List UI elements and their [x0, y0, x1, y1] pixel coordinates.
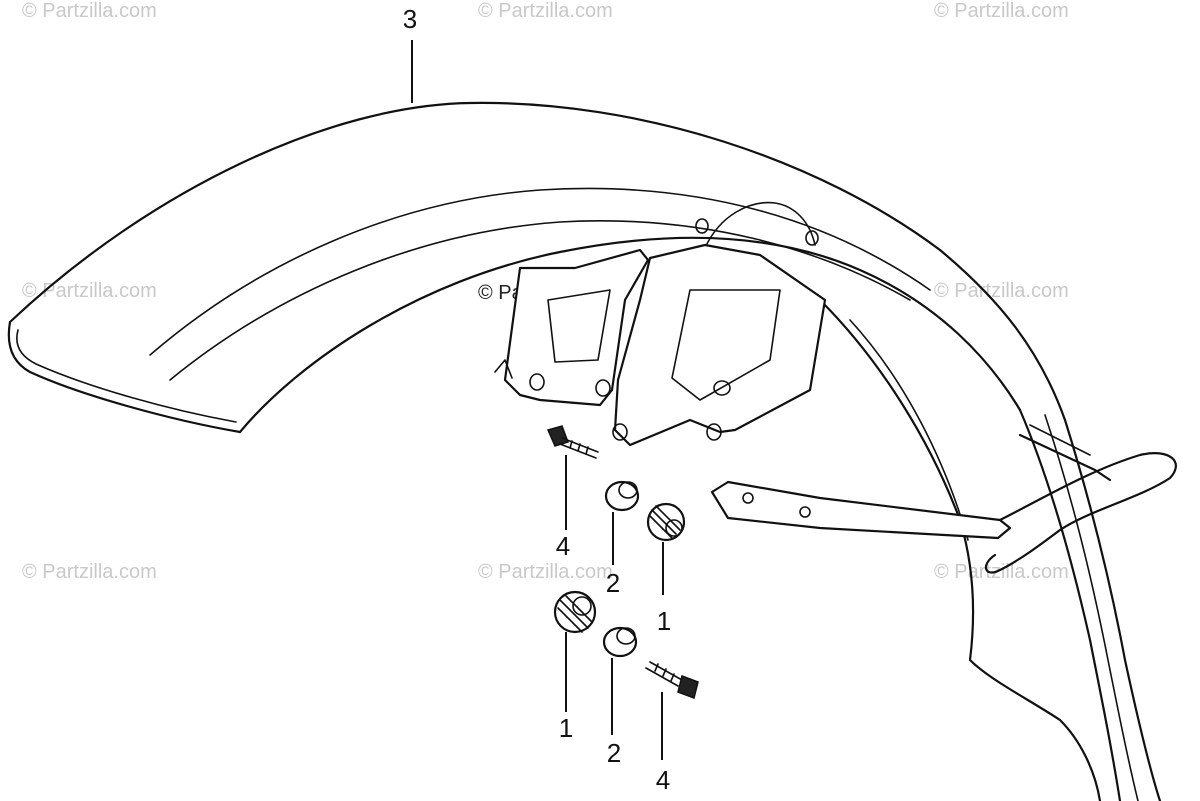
- front-fender: [7, 101, 1162, 801]
- callout-fender: 3: [403, 4, 417, 34]
- lower-rubber-mount: [553, 590, 597, 634]
- callout-upper-collar: 2: [606, 568, 620, 598]
- fender-stay-rod: [710, 424, 1177, 574]
- watermark: © Partzilla.com: [934, 0, 1069, 22]
- callout-lower-rubber: 1: [559, 713, 573, 743]
- watermark: © Partzilla.com: [934, 280, 1069, 302]
- watermark: © Partzilla.com: [22, 0, 157, 22]
- upper-bolt: [546, 425, 599, 459]
- upper-collar: [604, 480, 640, 512]
- watermark: © Partzilla.com: [478, 561, 613, 583]
- fender-stay-brackets: [494, 243, 827, 447]
- callout-upper-rubber: 1: [657, 606, 671, 636]
- watermark: © Partzilla.com: [478, 0, 613, 22]
- callout-lines: [411, 40, 664, 760]
- upper-rubber-mount: [646, 502, 686, 542]
- callout-lower-collar: 2: [607, 738, 621, 768]
- watermark: © Partzilla.com: [22, 280, 157, 302]
- lower-collar: [602, 626, 638, 658]
- watermark: © Partzilla.com: [934, 561, 1069, 583]
- callout-lower-bolt: 4: [656, 765, 670, 795]
- callout-upper-bolt: 4: [556, 531, 570, 561]
- lower-bolt: [645, 661, 699, 699]
- watermark: © Partzilla.com: [22, 561, 157, 583]
